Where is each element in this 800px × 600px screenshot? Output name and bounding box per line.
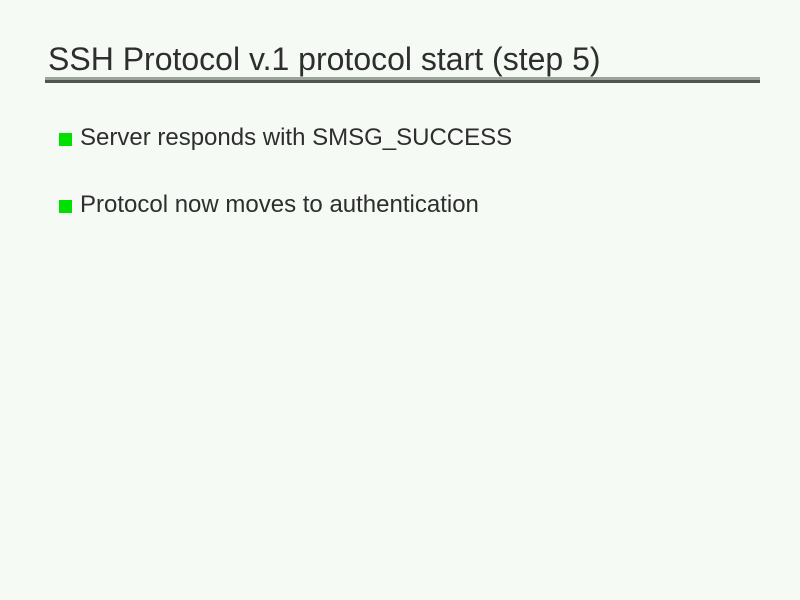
title-underline-rule-dark	[45, 80, 760, 83]
bullet-square-icon	[59, 199, 72, 213]
bullet-item: Protocol now moves to authentication	[59, 189, 512, 221]
bullet-text: Protocol now moves to authentication	[80, 191, 479, 218]
bullet-item: Server responds with SMSG_SUCCESS	[59, 122, 512, 154]
slide-title: SSH Protocol v.1 protocol start (step 5)	[48, 41, 601, 77]
title-underline-rule-light	[45, 77, 760, 80]
bullet-square-icon	[59, 132, 72, 146]
bullet-list: Server responds with SMSG_SUCCESS Protoc…	[59, 122, 512, 256]
bullet-text: Server responds with SMSG_SUCCESS	[80, 124, 513, 151]
title-underline-rule	[45, 77, 760, 83]
